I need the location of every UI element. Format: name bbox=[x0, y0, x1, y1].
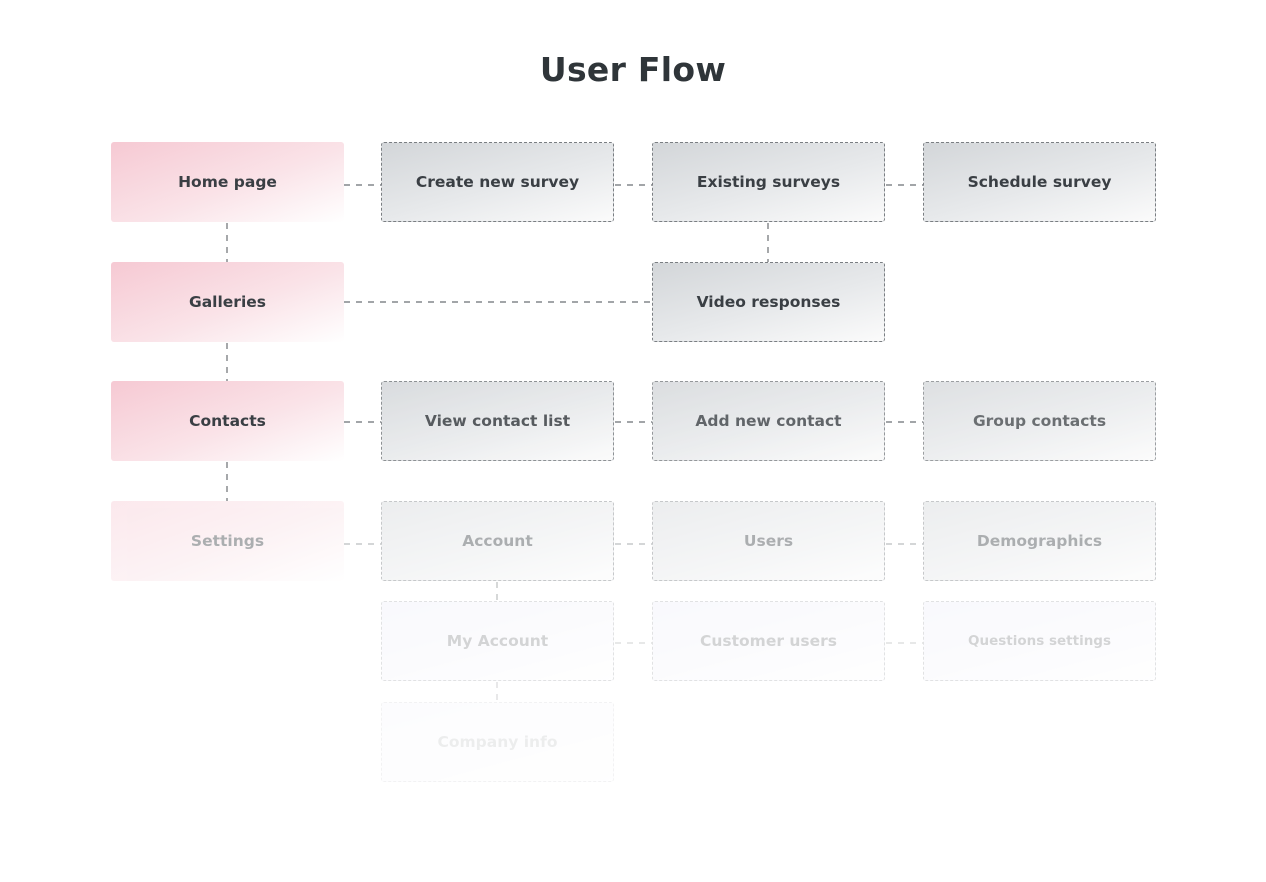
node-galleries[interactable]: Galleries bbox=[111, 262, 344, 342]
node-label: Settings bbox=[190, 532, 265, 550]
node-label: Account bbox=[462, 532, 533, 550]
node-settings[interactable]: Settings bbox=[111, 501, 344, 581]
node-label: Create new survey bbox=[415, 173, 580, 191]
node-label: Questions settings bbox=[967, 633, 1111, 649]
node-label: Existing surveys bbox=[696, 173, 841, 191]
node-my-account[interactable]: My Account bbox=[381, 601, 614, 681]
node-create-new-survey[interactable]: Create new survey bbox=[381, 142, 614, 222]
node-users[interactable]: Users bbox=[652, 501, 885, 581]
node-view-contact-list[interactable]: View contact list bbox=[381, 381, 614, 461]
node-label: Add new contact bbox=[695, 412, 842, 430]
node-label: Home page bbox=[178, 173, 277, 191]
node-contacts[interactable]: Contacts bbox=[111, 381, 344, 461]
node-account[interactable]: Account bbox=[381, 501, 614, 581]
node-questions-settings[interactable]: Questions settings bbox=[923, 601, 1156, 681]
diagram-title: User Flow bbox=[539, 50, 727, 89]
node-customer-users[interactable]: Customer users bbox=[652, 601, 885, 681]
node-video-responses[interactable]: Video responses bbox=[652, 262, 885, 342]
node-label: My Account bbox=[446, 632, 549, 650]
node-company-info[interactable]: Company info bbox=[381, 702, 614, 782]
node-home-page[interactable]: Home page bbox=[111, 142, 344, 222]
node-label: Schedule survey bbox=[967, 173, 1112, 191]
node-label: Contacts bbox=[189, 412, 266, 430]
node-label: Company info bbox=[437, 733, 558, 751]
node-label: Users bbox=[743, 532, 794, 550]
node-schedule-survey[interactable]: Schedule survey bbox=[923, 142, 1156, 222]
node-group-contacts[interactable]: Group contacts bbox=[923, 381, 1156, 461]
node-label: Demographics bbox=[976, 532, 1103, 550]
node-existing-surveys[interactable]: Existing surveys bbox=[652, 142, 885, 222]
node-label: Group contacts bbox=[972, 412, 1107, 430]
node-label: View contact list bbox=[424, 412, 571, 430]
node-add-new-contact[interactable]: Add new contact bbox=[652, 381, 885, 461]
node-demographics[interactable]: Demographics bbox=[923, 501, 1156, 581]
node-label: Customer users bbox=[699, 632, 838, 650]
node-label: Galleries bbox=[188, 293, 266, 311]
node-label: Video responses bbox=[696, 293, 841, 311]
